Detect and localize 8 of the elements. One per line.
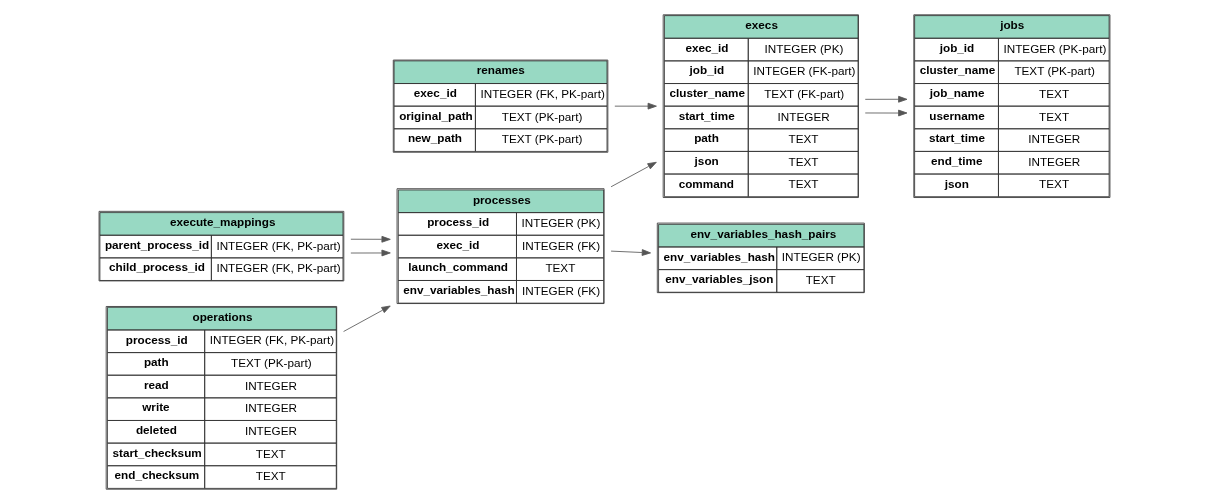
arrow [610,249,651,256]
arrow [864,95,908,103]
arrow [343,305,391,332]
arrow [610,161,657,188]
arrow [350,235,391,243]
arrow [864,109,908,117]
arrow [614,102,657,110]
arrow [350,249,391,257]
